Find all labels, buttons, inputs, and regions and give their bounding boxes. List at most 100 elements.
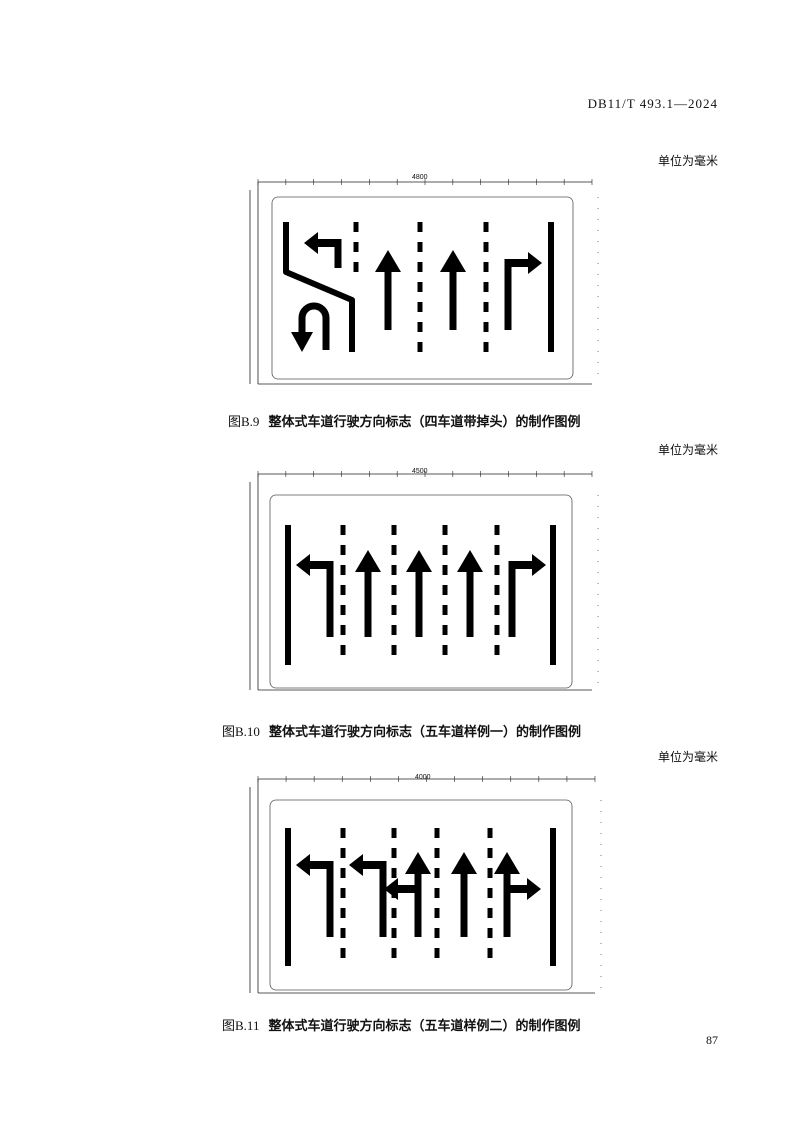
unit-note: 单位为毫米: [657, 154, 718, 168]
dashed-lane-line: [494, 525, 500, 535]
dashed-lane-line: [340, 888, 346, 898]
dashed-lane-line: [434, 868, 440, 878]
dashed-lane-line: [391, 545, 397, 555]
dashed-lane-line: [434, 828, 440, 838]
dashed-lane-line: [487, 928, 493, 938]
solid-lane-line: [285, 525, 291, 665]
dashed-lane-line: [353, 222, 359, 232]
dashed-lane-line: [353, 242, 359, 252]
dashed-lane-line: [442, 525, 448, 535]
caption-number: 图B.9: [228, 414, 260, 429]
dashed-lane-line: [494, 545, 500, 555]
dashed-lane-line: [391, 605, 397, 615]
right-turn-arrow-icon: [503, 878, 541, 937]
dashed-lane-line: [340, 585, 346, 595]
dashed-lane-line: [340, 828, 346, 838]
figure-caption-b10: 图B.10 整体式车道行驶方向标志（五车道样例一）的制作图例: [222, 721, 581, 740]
straight-arrow-icon: [457, 550, 483, 637]
dashed-lane-line: [442, 545, 448, 555]
solid-lane-line: [550, 828, 556, 966]
left-turn-arrow-icon: [296, 854, 334, 937]
dashed-lane-line: [434, 948, 440, 958]
dashed-lane-line: [483, 222, 489, 232]
right-turn-arrow-icon: [504, 252, 542, 330]
dashed-lane-line: [391, 868, 397, 878]
figure-caption-b11: 图B.11 整体式车道行驶方向标志（五车道样例二）的制作图例: [222, 1015, 581, 1034]
straight-arrow-icon: [440, 250, 466, 330]
left-turn-arrow-icon: [384, 878, 422, 937]
page-number: 87: [706, 1033, 718, 1047]
u-turn-arrow-head: [291, 332, 313, 352]
dashed-lane-line: [340, 848, 346, 858]
dashed-lane-line: [483, 302, 489, 312]
dashed-lane-line: [417, 242, 423, 252]
dashed-lane-line: [483, 242, 489, 252]
dashed-lane-line: [434, 908, 440, 918]
dashed-lane-line: [487, 828, 493, 838]
sign-border: [269, 494, 573, 689]
dashed-lane-line: [417, 222, 423, 232]
dashed-lane-line: [494, 625, 500, 635]
dashed-lane-line: [391, 928, 397, 938]
dashed-lane-line: [340, 948, 346, 958]
dashed-lane-line: [340, 525, 346, 535]
solid-lane-line: [285, 828, 291, 966]
straight-arrow-icon: [355, 550, 381, 637]
straight-arrow-icon: [375, 250, 401, 330]
dashed-lane-line: [391, 525, 397, 535]
dashed-lane-line: [417, 302, 423, 312]
dashed-lane-line: [442, 645, 448, 655]
straight-arrow-icon: [406, 550, 432, 637]
dashed-lane-line: [483, 342, 489, 352]
solid-lane-line: [548, 222, 554, 352]
dashed-lane-line: [340, 625, 346, 635]
dashed-lane-line: [487, 848, 493, 858]
sign-border: [271, 196, 574, 380]
dashed-lane-line: [391, 948, 397, 958]
dashed-lane-line: [391, 908, 397, 918]
dashed-lane-line: [442, 625, 448, 635]
unit-note: 单位为毫米: [657, 750, 718, 764]
dashed-lane-line: [442, 565, 448, 575]
dashed-lane-line: [494, 565, 500, 575]
caption-text: 整体式车道行驶方向标志（四车道带掉头）的制作图例: [268, 415, 581, 430]
dashed-lane-line: [391, 625, 397, 635]
dashed-lane-line: [391, 848, 397, 858]
dashed-lane-line: [391, 565, 397, 575]
dashed-lane-line: [340, 565, 346, 575]
dashed-lane-line: [353, 262, 359, 272]
dashed-lane-line: [483, 322, 489, 332]
dashed-lane-line: [442, 605, 448, 615]
dashed-lane-line: [391, 828, 397, 838]
dashed-lane-line: [340, 908, 346, 918]
dashed-lane-line: [417, 282, 423, 292]
dashed-lane-line: [434, 928, 440, 938]
dashed-lane-line: [434, 888, 440, 898]
dashed-lane-line: [487, 888, 493, 898]
total-width-label: 4800: [412, 174, 428, 181]
dashed-lane-line: [494, 645, 500, 655]
dashed-lane-line: [442, 585, 448, 595]
left-turn-arrow-icon: [349, 854, 387, 937]
dashed-lane-line: [487, 868, 493, 878]
dashed-lane-line: [340, 868, 346, 878]
dashed-lane-line: [494, 605, 500, 615]
dashed-lane-line: [340, 545, 346, 555]
caption-number: 图B.10: [222, 724, 260, 739]
total-width-label: 4500: [412, 468, 428, 475]
dashed-lane-line: [340, 645, 346, 655]
caption-text: 整体式车道行驶方向标志（五车道样例一）的制作图例: [268, 725, 581, 740]
solid-lane-line: [550, 525, 556, 665]
right-turn-arrow-icon: [508, 554, 546, 637]
dashed-lane-line: [494, 585, 500, 595]
u-turn-arrow-icon: [298, 302, 330, 350]
dashed-lane-line: [483, 282, 489, 292]
caption-number: 图B.11: [222, 1018, 260, 1033]
dashed-lane-line: [417, 322, 423, 332]
straight-arrow-icon: [451, 852, 477, 937]
unit-note: 单位为毫米: [657, 443, 718, 457]
total-width-label: 4000: [415, 774, 431, 781]
standard-number-header: DB11/T 493.1—2024: [587, 96, 718, 111]
dashed-lane-line: [417, 342, 423, 352]
